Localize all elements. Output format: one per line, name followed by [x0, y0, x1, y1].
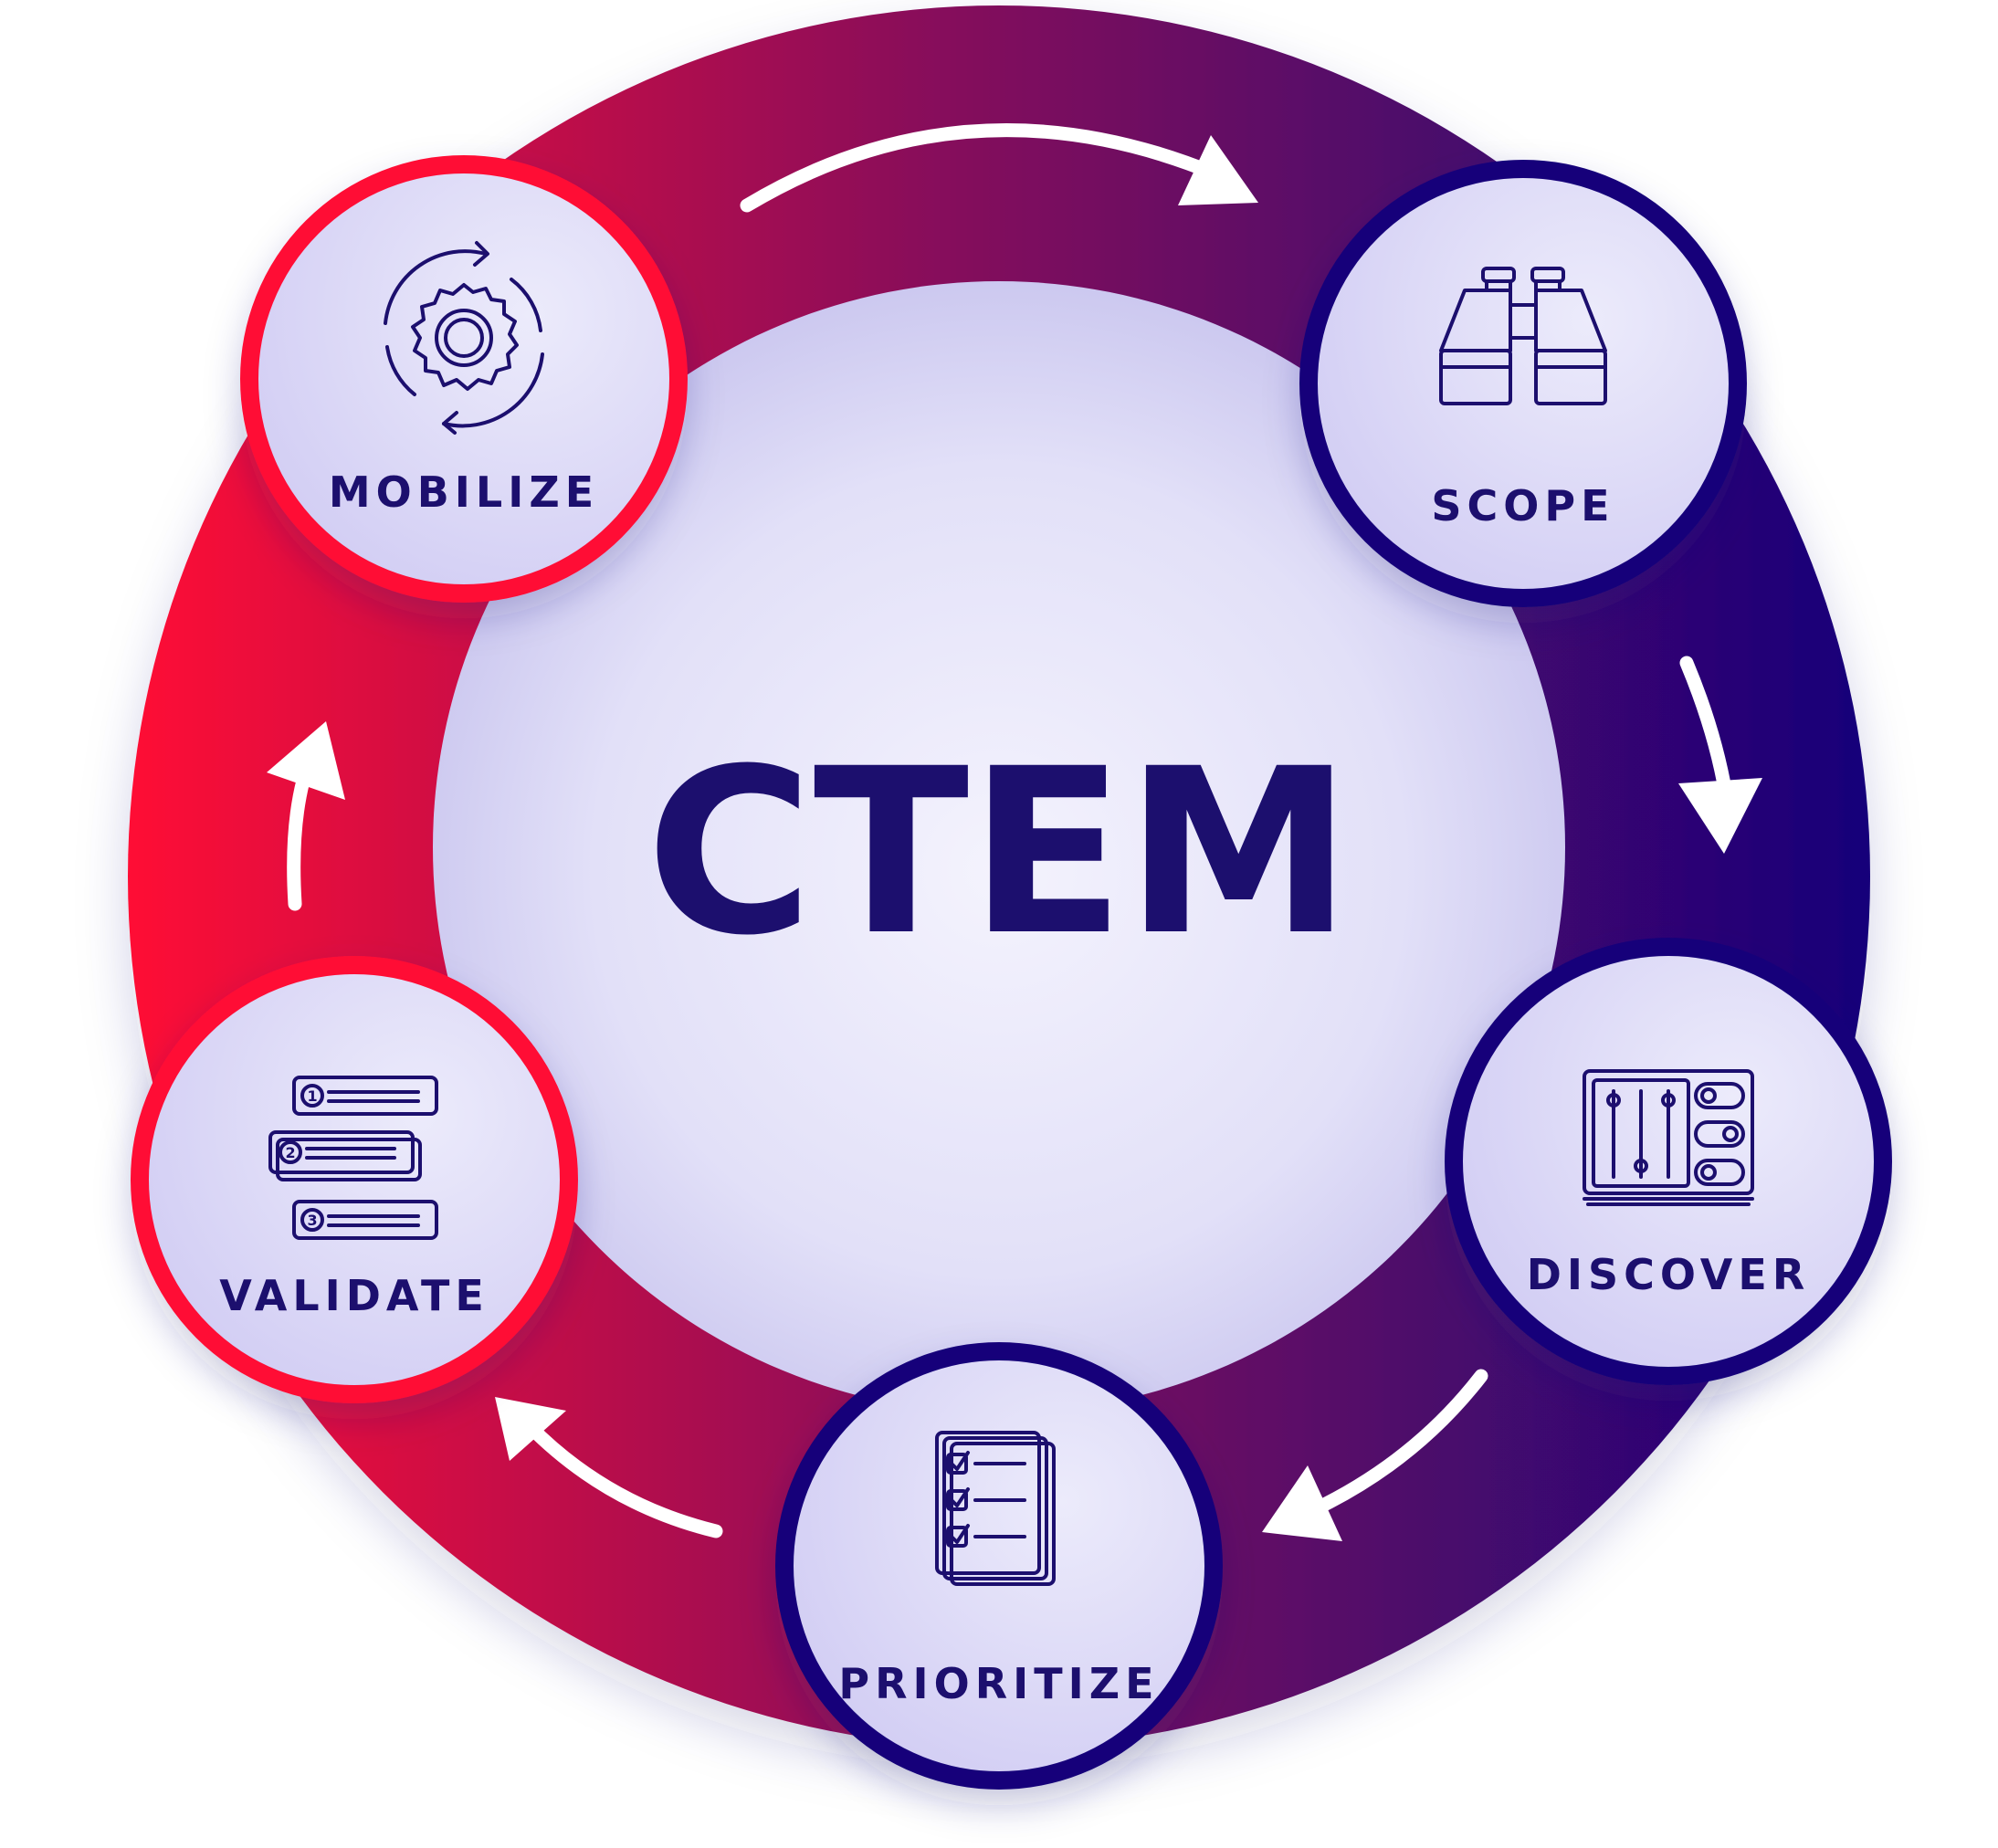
- stage-label-mobilize: MOBILIZE: [329, 467, 599, 517]
- ranked-list-icon: 1 2 3: [268, 1076, 438, 1240]
- stage-label-discover: DISCOVER: [1527, 1250, 1811, 1299]
- arrow-prioritize-to-validate: [495, 1397, 723, 1538]
- stage-prioritize: PRIORITIZE: [775, 1342, 1223, 1790]
- stage-scope: SCOPE: [1299, 160, 1747, 607]
- gear-cycle-icon: [384, 241, 544, 435]
- svg-text:2: 2: [285, 1144, 295, 1161]
- checklist-icon: [935, 1431, 1056, 1586]
- center-title: CTEM: [646, 719, 1352, 985]
- arrow-validate-to-mobilize: [267, 721, 345, 911]
- control-panel-icon: [1583, 1069, 1754, 1206]
- stage-validate: 1 2 3 VALIDATE: [131, 956, 578, 1403]
- arrow-discover-to-prioritize: [1262, 1369, 1488, 1541]
- center-disk: [433, 281, 1565, 1413]
- stage-discover: DISCOVER: [1445, 938, 1892, 1385]
- stage-mobilize: MOBILIZE: [240, 155, 688, 603]
- binoculars-icon: [1439, 267, 1607, 405]
- stage-label-validate: VALIDATE: [219, 1271, 489, 1320]
- stage-label-prioritize: PRIORITIZE: [838, 1659, 1159, 1708]
- svg-text:1: 1: [307, 1087, 317, 1105]
- svg-text:3: 3: [307, 1212, 317, 1229]
- arrow-scope-to-discover: [1678, 656, 1762, 854]
- arrow-mobilize-to-scope: [740, 123, 1258, 213]
- cycle-arrows: [267, 123, 1762, 1541]
- stage-label-scope: SCOPE: [1431, 481, 1614, 530]
